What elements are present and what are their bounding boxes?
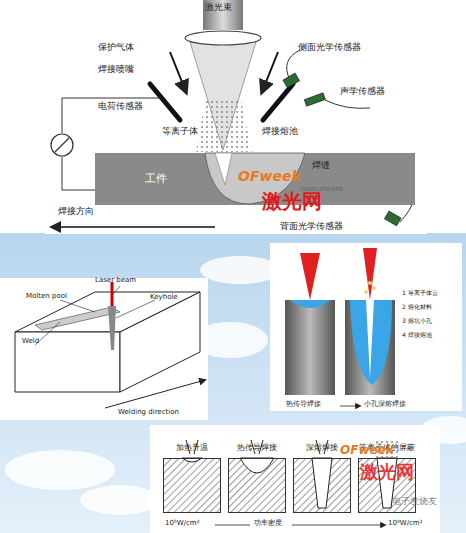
stage-panel: 深熔焊接 <box>293 458 351 513</box>
svg-rect <box>45 0 427 234</box>
svg-g <box>364 281 376 294</box>
part-label: 保护气体 <box>98 42 134 52</box>
watermark: 电子发烧友 <box>392 496 437 506</box>
stage-panel: 热传导焊接 <box>228 458 286 513</box>
callout-number: 1 等离子体云 <box>402 290 438 297</box>
part-label: 焊接熔池 <box>262 126 298 136</box>
power-density-panels <box>163 440 416 513</box>
svg-line <box>215 525 250 526</box>
svg-circle <box>368 281 372 285</box>
svg-rect <box>384 211 401 226</box>
svg-path <box>325 100 370 108</box>
watermark: OFweek <box>340 444 394 458</box>
svg-rect <box>0 233 466 533</box>
svg-line <box>105 380 205 408</box>
axis-label: 10⁸W/cm² <box>388 519 422 527</box>
svg-path <box>350 300 392 385</box>
svg-circle <box>51 134 73 156</box>
watermark: 激光网 <box>360 462 414 483</box>
caption-label: 小孔深熔焊接 <box>364 400 406 408</box>
svg-ellipse <box>185 31 261 45</box>
beam-label: 激光束 <box>205 2 232 12</box>
watermark: OFweek <box>238 168 301 184</box>
svg-rect <box>285 300 335 395</box>
svg-line <box>262 52 278 92</box>
svg-circle <box>364 290 368 294</box>
sensor-label: 侧面光学传感器 <box>298 42 361 52</box>
stage-panel: 加热升温 <box>163 458 221 513</box>
svg-line <box>170 52 186 92</box>
svg-ellipse <box>5 450 115 490</box>
svg-rect <box>150 425 440 533</box>
svg-rect <box>304 93 325 106</box>
svg-line <box>340 406 360 407</box>
svg-rect <box>203 0 243 30</box>
svg-line <box>113 286 120 294</box>
node-text: 工件 <box>145 171 167 186</box>
svg-line <box>263 84 293 120</box>
part-label: Weld <box>22 337 39 345</box>
svg-rect <box>270 243 462 411</box>
svg-line <box>60 300 95 312</box>
svg-rect <box>283 73 300 88</box>
caption-label: 热传导焊接 <box>286 400 321 408</box>
direction-label: 焊接方向 <box>58 206 94 216</box>
svg-ellipse <box>80 485 160 515</box>
svg-path <box>300 253 320 300</box>
svg-path <box>366 300 374 378</box>
axis-label: 功率密度 <box>254 519 282 527</box>
svg-polygon <box>15 332 120 392</box>
watermark: 激光网 <box>262 190 322 213</box>
svg-path <box>62 157 95 190</box>
callout-number: 3 熔坑小孔 <box>402 318 432 325</box>
part-label: Keyhole <box>150 293 178 301</box>
svg-path <box>290 300 330 308</box>
callout-number: 2 熔化材料 <box>402 304 432 311</box>
part-label: 焊缝 <box>312 160 330 170</box>
callout-number: 4 焊接熔池 <box>402 332 432 339</box>
svg-path <box>215 153 232 185</box>
svg-path <box>312 458 332 508</box>
svg-rect <box>163 458 221 513</box>
part-label: Laser beam <box>95 276 136 284</box>
sensor-label: 电荷传感器 <box>98 101 143 111</box>
svg-polygon <box>120 292 200 392</box>
svg-path <box>240 458 274 473</box>
svg-path <box>196 100 252 152</box>
svg-path <box>363 248 377 300</box>
svg-path <box>108 306 116 350</box>
part-label: 等离子体 <box>162 126 198 136</box>
svg-line <box>116 300 155 318</box>
stage-heading: 热传导焊接 <box>229 442 285 453</box>
sensor-label: 背面光学传感器 <box>280 221 343 231</box>
svg-path <box>35 307 120 330</box>
svg-rect <box>293 458 351 513</box>
stage-heading: 加热升温 <box>164 442 220 453</box>
svg-rect <box>0 278 208 420</box>
svg-line <box>150 84 180 120</box>
svg-line <box>292 525 385 526</box>
part-label: 焊接喷嘴 <box>98 64 134 74</box>
direction-label: Welding direction <box>118 408 179 416</box>
svg-line <box>55 138 69 152</box>
svg-rect <box>228 458 286 513</box>
svg-ellipse <box>200 256 280 284</box>
sensor-label: 声学传感器 <box>340 86 385 96</box>
workpiece-3d <box>15 292 200 392</box>
svg-rect <box>345 300 395 395</box>
part-label: Molten pool <box>26 292 67 300</box>
svg-line <box>52 226 215 228</box>
svg-circle <box>372 286 376 290</box>
axis-label: 10⁵W/cm² <box>165 519 199 527</box>
gas-arrows <box>170 52 278 92</box>
svg-path <box>62 98 162 133</box>
